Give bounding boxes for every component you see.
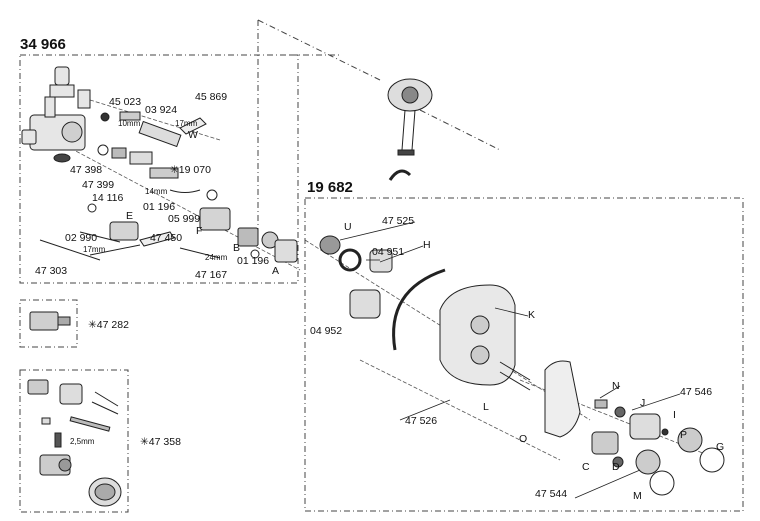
dim-10mm: 10mm <box>118 119 141 128</box>
label-K: K <box>528 309 536 321</box>
part-47525: 47 525 <box>382 215 415 227</box>
dim-14mm: 14mm <box>145 187 168 196</box>
frame-19682 <box>304 197 744 512</box>
part-47399: 47 399 <box>82 179 115 191</box>
part-47398: 47 398 <box>70 164 103 176</box>
part-05999: 05 999 <box>168 213 201 225</box>
trim-parts <box>319 235 725 496</box>
dim-17mm-b: 17mm <box>83 245 106 254</box>
part-47358: ✳47 358 <box>140 436 181 448</box>
install-illustration <box>387 78 433 181</box>
part-19070: ✳19 070 <box>170 164 211 176</box>
axis-lines <box>54 99 721 461</box>
cartridge-47282 <box>29 311 71 331</box>
part-45869: 45 869 <box>195 91 228 103</box>
upper-parts <box>39 111 298 263</box>
dim-17mm-a: 17mm <box>175 119 198 128</box>
label-B: B <box>233 242 241 254</box>
label-N: N <box>612 380 620 392</box>
part-04951: 04 951 <box>372 246 405 258</box>
part-01196-a: 01 196 <box>143 201 176 213</box>
label-D: D <box>612 461 620 473</box>
frame-34966 <box>19 54 299 284</box>
set-number-19682: 19 682 <box>307 179 353 196</box>
frame-47358 <box>19 369 129 513</box>
leader-lines <box>339 221 681 499</box>
label-U: U <box>344 221 352 233</box>
label-O: O <box>519 433 528 445</box>
label-F: F <box>196 225 203 237</box>
dim-24mm: 24mm <box>205 253 228 262</box>
part-45023: 45 023 <box>109 96 142 108</box>
set-number-34966: 34 966 <box>20 36 66 53</box>
part-03924: 03 924 <box>145 104 178 116</box>
label-I: I <box>673 409 676 421</box>
valve-body <box>21 66 91 163</box>
label-M: M <box>633 490 642 502</box>
kit-47358 <box>27 379 122 507</box>
label-P: P <box>680 429 688 441</box>
part-14116: 14 116 <box>92 192 124 204</box>
label-L: L <box>483 401 489 413</box>
label-A: A <box>272 265 280 277</box>
part-47303: 47 303 <box>35 265 68 277</box>
part-47282: ✳47 282 <box>88 319 129 331</box>
part-47544: 47 544 <box>535 488 568 500</box>
dim-2-5mm: 2,5mm <box>70 437 95 446</box>
part-04952: 04 952 <box>310 325 343 337</box>
label-W: W <box>188 129 198 141</box>
frame-lines <box>19 19 744 513</box>
part-47546: 47 546 <box>680 386 713 398</box>
frame-47282 <box>19 299 78 348</box>
part-47526: 47 526 <box>405 415 438 427</box>
projection-line-diag2 <box>419 109 501 151</box>
label-E: E <box>126 210 134 222</box>
projection-line-diag <box>257 19 381 81</box>
part-01196-b: 01 196 <box>237 255 270 267</box>
part-02990: 02 990 <box>65 232 98 244</box>
label-G: G <box>716 441 725 453</box>
label-C: C <box>582 461 590 473</box>
label-J: J <box>640 397 646 409</box>
part-47450: 47 450 <box>150 232 183 244</box>
label-H: H <box>423 239 431 251</box>
part-47167: 47 167 <box>195 269 228 281</box>
